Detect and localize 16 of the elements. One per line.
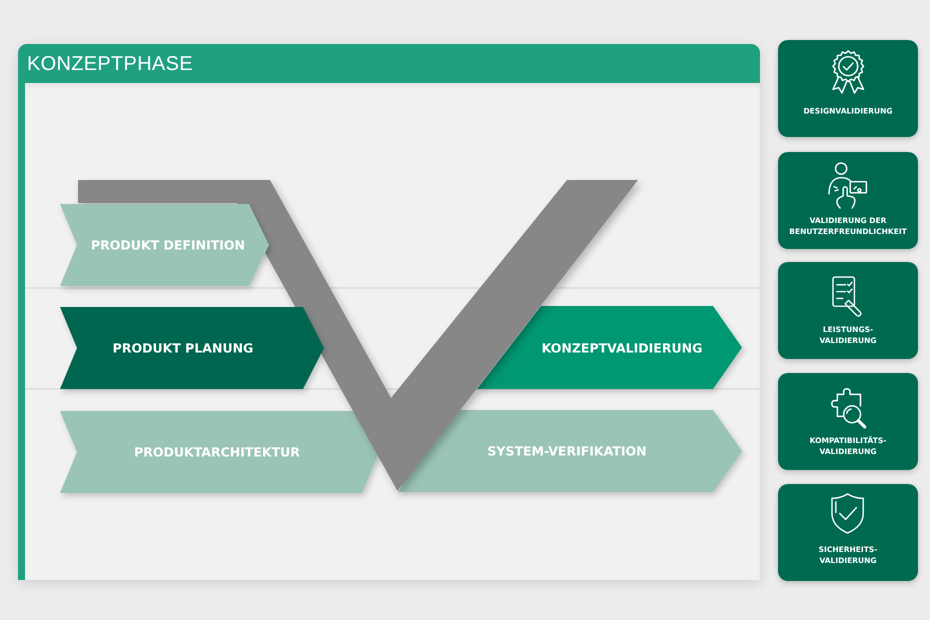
- step-banner: [60, 204, 269, 286]
- validation-card: [778, 152, 918, 249]
- step-banner: [60, 307, 324, 389]
- validation-card: [778, 484, 918, 581]
- step-banner: [477, 306, 742, 389]
- step-label: SYSTEM-VERIFIKATION: [487, 444, 647, 458]
- step-label: PRODUKT PLANUNG: [112, 340, 254, 356]
- step-label: PRODUKT DEFINITION: [91, 238, 245, 252]
- validation-card: [778, 373, 918, 470]
- panel-title: KONZEPTPHASE: [27, 53, 193, 75]
- validation-card: [778, 262, 918, 359]
- step-banner: [398, 410, 742, 492]
- step-label: KONZEPTVALIDIERUNG: [542, 340, 702, 355]
- step-label: PRODUKTARCHITEKTUR: [134, 444, 300, 460]
- step-banner: [60, 411, 379, 493]
- validation-card: [778, 40, 918, 137]
